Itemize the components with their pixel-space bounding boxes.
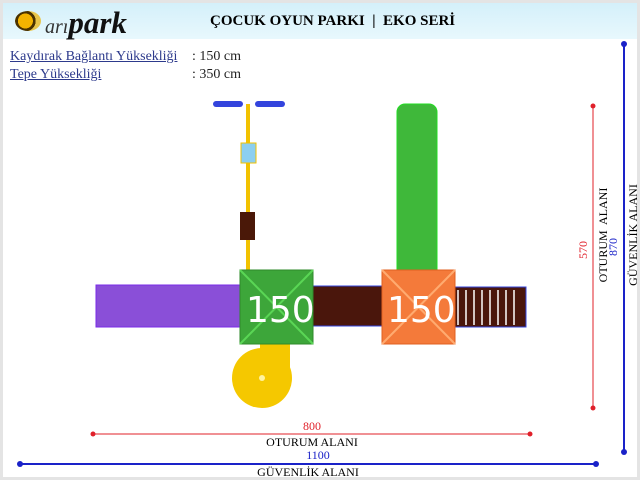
spec-label[interactable]: Kaydırak Bağlantı Yüksekliği <box>10 49 178 64</box>
tower-left: 150 <box>239 269 315 345</box>
tower-height-label: 150 <box>387 290 456 331</box>
purple-slide <box>95 284 247 328</box>
svg-text:800: 800 <box>303 419 321 433</box>
svg-text:GÜVENLİK ALANI: GÜVENLİK ALANI <box>257 465 359 479</box>
dimension-horizontal-seating: 800 OTURUM ALANI <box>90 419 533 449</box>
dimension-vertical-safety: 870 GÜVENLİK ALANI <box>606 41 640 455</box>
tower-height-label: 150 <box>246 290 315 331</box>
ladder <box>451 286 527 328</box>
svg-text:GÜVENLİK ALANI: GÜVENLİK ALANI <box>626 184 640 286</box>
spec-row: Kaydırak Bağlantı Yüksekliği : 150 cm <box>10 49 241 65</box>
svg-text:OTURUM ALANI: OTURUM ALANI <box>266 435 358 449</box>
header-banner: arıpark ÇOCUK OYUN PARKI | EKO SERİ <box>3 3 637 40</box>
svg-text:1100: 1100 <box>306 448 330 462</box>
spec-label[interactable]: Tepe Yüksekliği <box>10 67 102 82</box>
svg-text:570: 570 <box>576 241 590 259</box>
brand-logo[interactable]: arıpark <box>45 5 127 40</box>
bridge <box>311 285 385 327</box>
spec-value: : 350 cm <box>192 67 241 82</box>
dimension-vertical-seating: 570 OTURUM ALANI <box>576 103 610 411</box>
spiral-slide <box>232 335 292 408</box>
svg-text:870: 870 <box>606 238 620 256</box>
green-slide <box>396 103 438 285</box>
swing <box>213 101 285 274</box>
page-title: ÇOCUK OYUN PARKI | EKO SERİ <box>210 13 456 29</box>
svg-text:OTURUM ALANI: OTURUM ALANI <box>596 188 610 283</box>
dimension-horizontal-safety: 1100 GÜVENLİK ALANI <box>17 448 599 479</box>
spec-row: Tepe Yüksekliği : 350 cm <box>10 67 241 83</box>
spec-value: : 150 cm <box>192 49 241 64</box>
tower-right: 150 <box>381 269 456 345</box>
bee-logo-icon <box>15 11 41 31</box>
